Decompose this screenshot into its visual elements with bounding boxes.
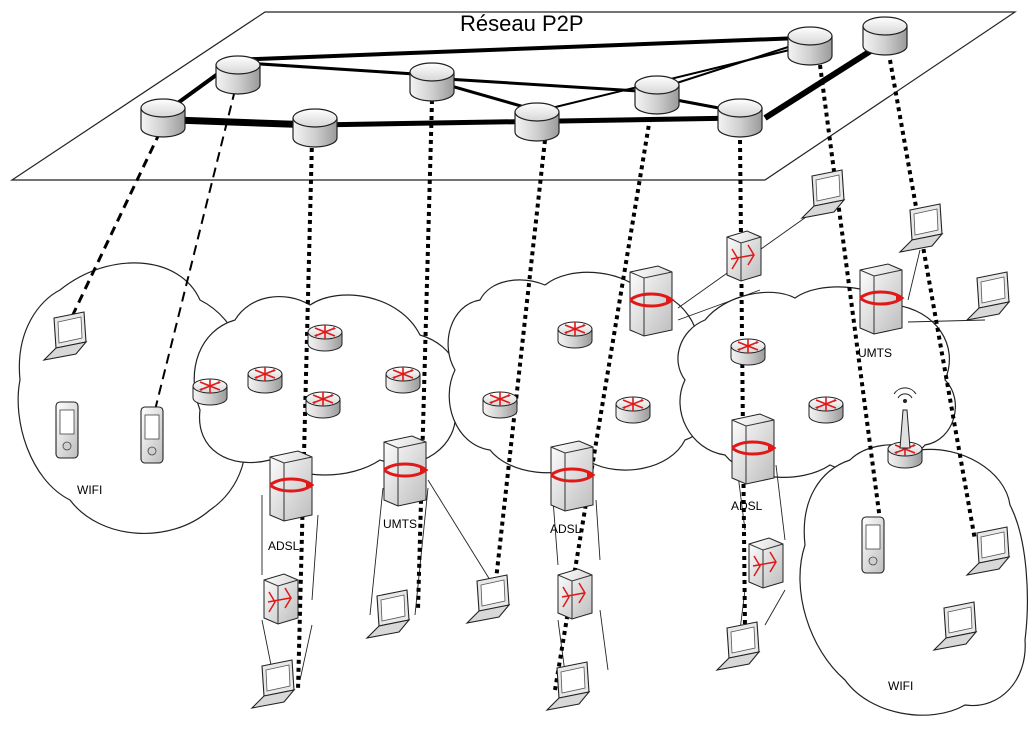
laptop-icon bbox=[966, 271, 1010, 321]
router-icon bbox=[247, 366, 283, 394]
laptop-icon bbox=[716, 621, 760, 671]
router-icon bbox=[482, 391, 518, 419]
switch-icon bbox=[263, 573, 299, 625]
label-wifi-left: WIFI bbox=[77, 483, 102, 497]
peer-node-6 bbox=[634, 75, 680, 115]
switch-icon bbox=[748, 537, 784, 589]
laptop-icon bbox=[546, 661, 590, 711]
peer-node-4 bbox=[409, 62, 455, 102]
router-icon bbox=[615, 396, 651, 424]
laptop-icon bbox=[899, 203, 943, 253]
adsl-server-icon bbox=[730, 412, 777, 486]
pda-icon bbox=[140, 406, 164, 464]
adsl-server-icon bbox=[549, 439, 596, 513]
plane-title: Réseau P2P bbox=[460, 11, 584, 36]
router-icon bbox=[385, 366, 421, 394]
router-icon bbox=[730, 338, 766, 366]
router-icon bbox=[192, 378, 228, 406]
pda-icon bbox=[55, 401, 79, 459]
label-umts-2: UMTS bbox=[858, 346, 892, 360]
label-adsl-2: ADSL bbox=[550, 522, 582, 536]
adsl-server-icon bbox=[268, 449, 315, 523]
router-icon bbox=[305, 391, 341, 419]
laptop-icon bbox=[466, 574, 510, 624]
projection-links bbox=[66, 59, 977, 691]
switch-icon bbox=[557, 568, 593, 620]
cloud-wifi-right bbox=[799, 444, 1028, 716]
switch-icon bbox=[726, 230, 762, 282]
peer-node-1 bbox=[140, 98, 186, 138]
peer-node-2 bbox=[215, 55, 261, 95]
router-icon bbox=[808, 396, 844, 424]
umts-server-icon bbox=[628, 264, 675, 338]
pda-icon bbox=[861, 516, 885, 574]
label-wifi-right: WIFI bbox=[888, 679, 913, 693]
laptop-icon bbox=[366, 589, 410, 639]
peer-node-7 bbox=[717, 98, 763, 138]
label-adsl-3: ADSL bbox=[731, 499, 763, 513]
peer-node-3 bbox=[292, 108, 338, 148]
umts-server-icon bbox=[858, 262, 905, 336]
wifi-access-point-icon bbox=[887, 387, 923, 469]
umts-server-icon bbox=[382, 434, 429, 508]
peer-node-9 bbox=[862, 16, 908, 56]
laptop-icon bbox=[251, 659, 295, 709]
label-umts-1: UMTS bbox=[383, 517, 417, 531]
peer-node-8 bbox=[787, 26, 833, 66]
router-icon bbox=[307, 324, 343, 352]
router-icon bbox=[557, 321, 593, 349]
label-adsl-1: ADSL bbox=[268, 539, 300, 553]
peer-node-5 bbox=[514, 102, 560, 142]
